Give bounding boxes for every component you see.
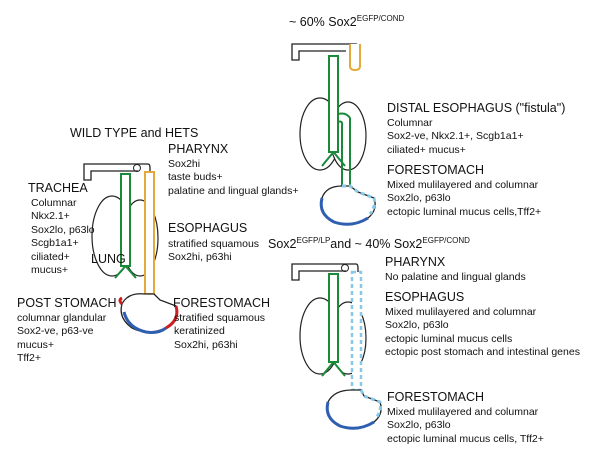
wt-forestomach-line: keratinized	[174, 325, 225, 338]
m40-pharynx-lines: No palatine and lingual glands	[385, 271, 526, 284]
m40-esophagus-line: Mixed mulilayered and columnar	[385, 306, 537, 318]
m60-head-outline	[291, 43, 346, 61]
trachea-line: Nkx2.1+	[31, 210, 70, 223]
wt-esophagus-title: ESOPHAGUS	[168, 221, 248, 235]
m40-bronchi	[321, 361, 346, 377]
trachea-line: ciliated+	[31, 250, 70, 263]
trachea-line: mucus+	[31, 264, 69, 277]
m60-forestomach-line: Sox2lo, p63lo	[387, 192, 451, 205]
m60-esophagus-pouch	[349, 44, 361, 72]
wt-esophagus-line: Sox2hi, p63hi	[168, 251, 232, 264]
m40-forestomach-line: Mixed mulilayered and columnar	[387, 406, 539, 418]
mut60-diagram	[291, 43, 376, 226]
m40-trachea	[328, 273, 339, 363]
mut40-sup-a: EGFP/LP	[296, 236, 331, 245]
m40-forestomach-line: ectopic luminal mucus cells, Tff2+	[387, 432, 544, 445]
m60-bronchi	[321, 151, 346, 167]
post-stomach-line: Tff2+	[17, 352, 42, 365]
trachea-lines: Columnar Nkx2.1+ Sox2lo, p63lo Scgb1a1+ …	[31, 197, 95, 277]
m40-pharynx-line: No palatine and lingual glands	[385, 271, 526, 283]
post-stomach-line: mucus+	[17, 338, 55, 351]
trachea-title: TRACHEA	[28, 181, 88, 195]
m40-pharynx-title: PHARYNX	[385, 255, 446, 269]
m60-fistula-inner	[337, 120, 344, 186]
wt-pharynx-bulb	[133, 164, 141, 172]
m40-esophagus-lines: Mixed mulilayered and columnar Sox2lo, p…	[385, 306, 580, 360]
m60-forestomach-line: ectopic luminal mucus cells,Tff2+	[387, 205, 542, 218]
distal-esophagus-line: Sox2-ve, Nkx2.1+, Scgb1a1+	[387, 130, 524, 143]
mut40-diagram	[291, 263, 382, 430]
wt-bronchi	[114, 265, 137, 279]
m40-esophagus-line: ectopic luminal mucus cells	[385, 332, 513, 345]
m60-post-stomach-blue	[319, 197, 369, 226]
distal-esophagus-title: DISTAL ESOPHAGUS ("fistula")	[387, 101, 566, 115]
mut60-title-sup: EGFP/COND	[356, 14, 405, 23]
wt-pharynx-wall	[138, 163, 151, 172]
post-stomach-line: Sox2-ve, p63-ve	[17, 325, 94, 338]
mut60-title-text: ~ 60% Sox2	[289, 15, 357, 30]
post-stomach-title: POST STOMACH	[17, 296, 117, 310]
wt-pharynx-line: Sox2hi	[168, 158, 201, 170]
wt-post-stomach-blue	[122, 311, 167, 334]
wildtype-diagram	[83, 163, 179, 334]
post-stomach-line: columnar glandular	[17, 312, 107, 324]
wt-esophagus-lines: stratified squamous Sox2hi, p63hi	[168, 238, 259, 265]
lung-label: LUNG	[91, 252, 126, 266]
mut40-title-a: Sox2	[268, 237, 297, 252]
trachea-line: Sox2lo, p63lo	[31, 223, 95, 236]
m40-post-stomach-blue	[325, 401, 375, 430]
post-stomach-lines: columnar glandular Sox2-ve, p63-ve mucus…	[17, 312, 106, 366]
m40-esophagus-line: ectopic post stomach and intestinal gene…	[385, 346, 580, 359]
m60-fistula-outer	[337, 112, 351, 186]
trachea-line: Scgb1a1+	[31, 237, 79, 250]
m40-forestomach-title: FORESTOMACH	[387, 390, 484, 404]
m40-pharynx-wall	[346, 263, 359, 272]
m40-head-outline	[291, 263, 346, 281]
distal-esophagus-lines: Columnar Sox2-ve, Nkx2.1+, Scgb1a1+ cili…	[387, 117, 524, 157]
mut40-title: Sox2EGFP/LPand ~ 40% Sox2EGFP/COND	[268, 237, 470, 251]
m60-forestomach-lines: Mixed mulilayered and columnar Sox2lo, p…	[387, 179, 541, 219]
m40-esophagus-dashed	[350, 270, 363, 392]
m40-pharynx-bulb	[341, 264, 349, 272]
wt-forestomach-title: FORESTOMACH	[173, 296, 270, 310]
m40-forestomach-lines: Mixed mulilayered and columnar Sox2lo, p…	[387, 406, 544, 446]
mut40-title-b: and ~ 40% Sox2	[330, 237, 423, 252]
m60-forestomach-title: FORESTOMACH	[387, 163, 484, 177]
m40-forestomach-line: Sox2lo, p63lo	[387, 419, 451, 432]
trachea-line: Columnar	[31, 197, 77, 209]
wt-pharynx-lines: Sox2hi taste buds+ palatine and lingual …	[168, 158, 298, 198]
wt-pharynx-line: palatine and lingual glands+	[168, 184, 299, 197]
mut60-title: ~ 60% Sox2EGFP/COND	[289, 15, 404, 29]
wt-pharynx-line: taste buds+	[168, 171, 223, 184]
wt-head-outline	[83, 163, 138, 181]
m40-esophagus-line: Sox2lo, p63lo	[385, 319, 449, 332]
m40-forestomach-dashed	[359, 389, 382, 419]
wt-forestomach-red	[165, 305, 179, 330]
wt-red-tip	[118, 296, 124, 306]
wt-forestomach-line: stratified squamous	[174, 312, 266, 324]
wildtype-title: WILD TYPE and HETS	[70, 126, 199, 140]
m60-forestomach-line: Mixed mulilayered and columnar	[387, 179, 539, 191]
wt-forestomach-line: Sox2hi, p63hi	[174, 338, 238, 351]
mut40-sup-b: EGFP/COND	[422, 236, 470, 245]
distal-esophagus-line: Columnar	[387, 117, 433, 129]
wt-forestomach-lines: stratified squamous keratinized Sox2hi, …	[174, 312, 265, 352]
m40-esophagus-title: ESOPHAGUS	[385, 290, 465, 304]
m60-forestomach-dashed	[342, 184, 376, 215]
wt-pharynx-title: PHARYNX	[168, 142, 229, 156]
wt-esophagus	[144, 171, 155, 295]
distal-esophagus-line: ciliated+ mucus+	[387, 143, 466, 156]
wt-esophagus-line: stratified squamous	[168, 238, 260, 250]
m60-trachea	[328, 55, 339, 153]
